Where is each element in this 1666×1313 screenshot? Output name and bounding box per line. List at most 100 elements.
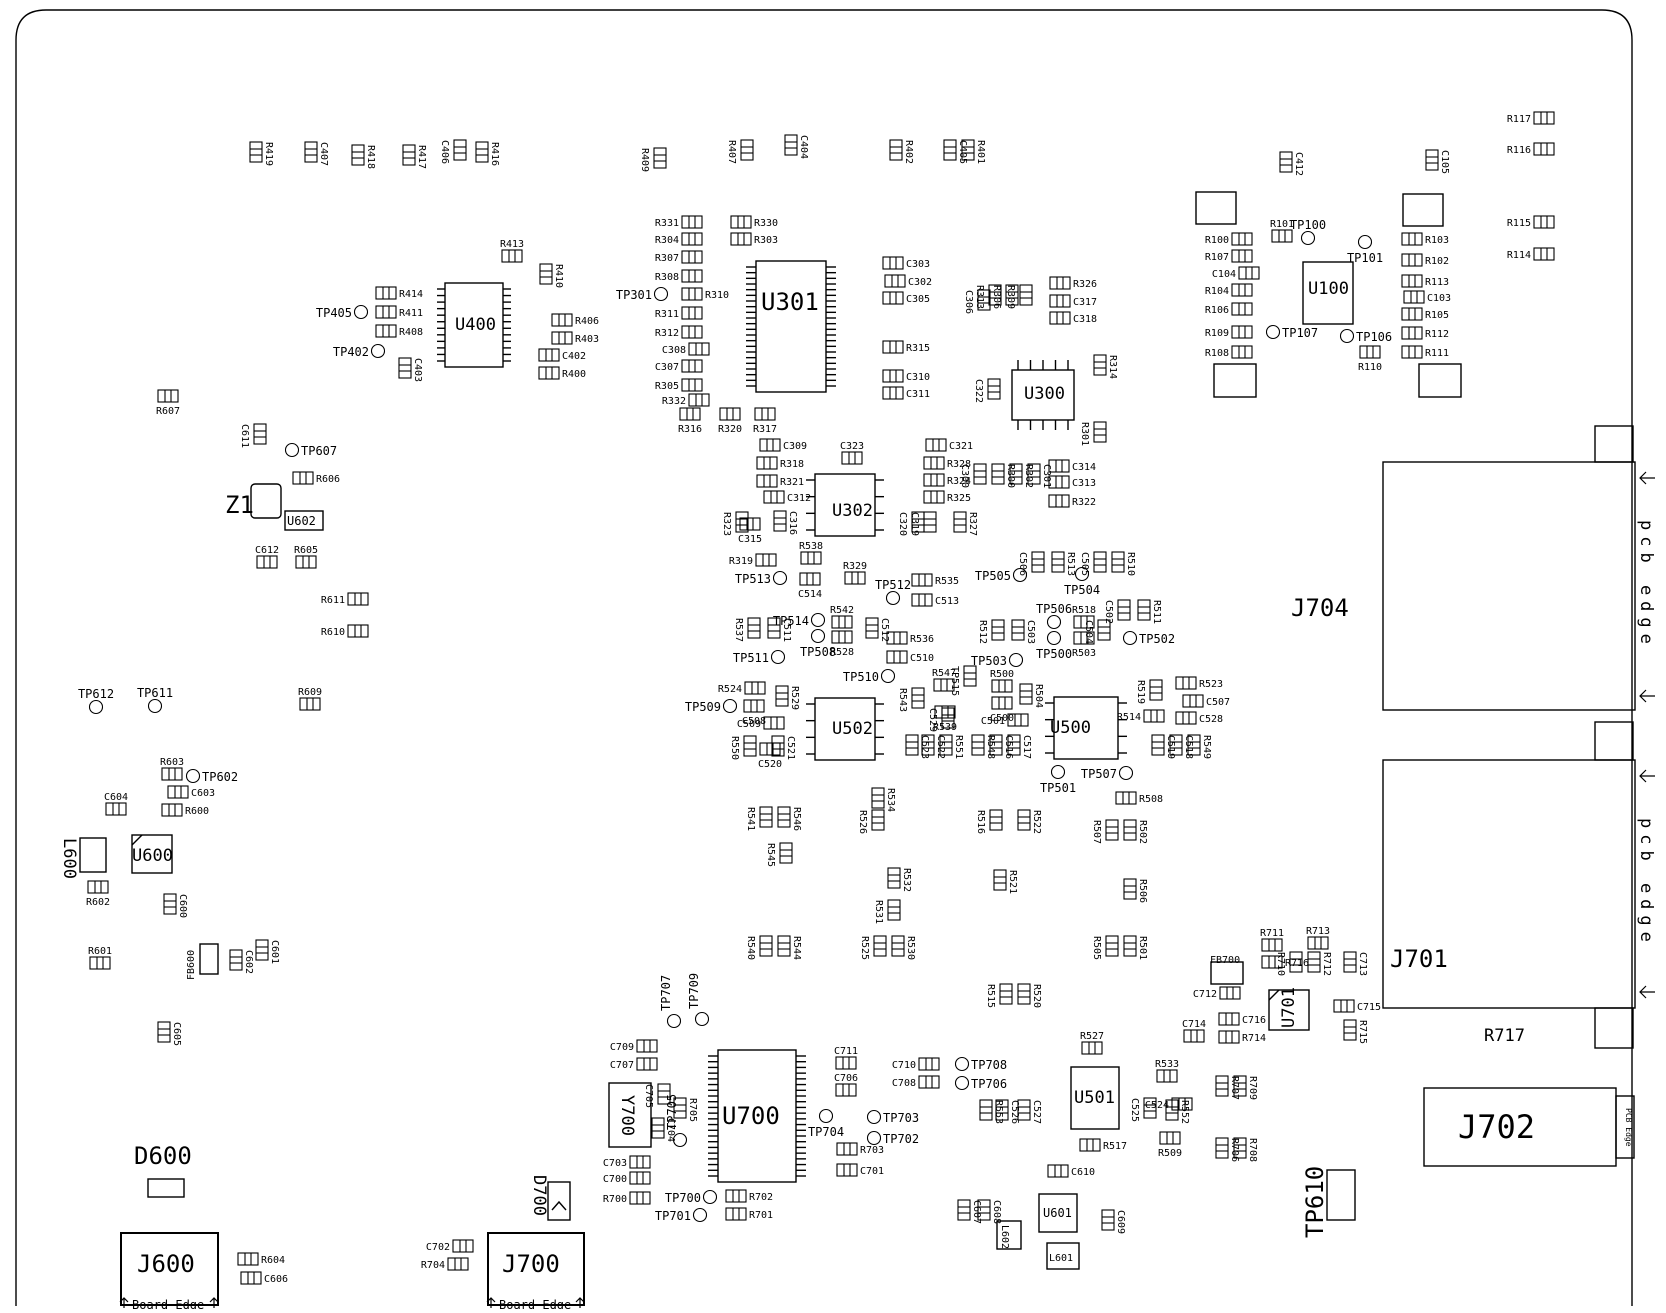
label-c518: C518: [1183, 735, 1194, 759]
label-tp506: TP506: [1036, 602, 1072, 616]
label-c714: C714: [1182, 1019, 1206, 1030]
label-r104: R104: [1205, 286, 1229, 297]
testpoint-tp704: [818, 1108, 834, 1124]
u701-body: [1268, 989, 1310, 1031]
part-c516: [989, 734, 1003, 756]
label-r500: R500: [990, 669, 1014, 680]
label-r302: R302: [1023, 464, 1034, 488]
label-r300: R300: [1005, 464, 1016, 488]
part-c609: [1101, 1209, 1115, 1231]
part-r332: [688, 393, 710, 407]
part-r111: [1401, 345, 1423, 359]
part-r522: [1017, 809, 1031, 831]
label-tp508: TP508: [800, 645, 836, 659]
part-c317: [1049, 294, 1071, 308]
label-r112: R112: [1425, 329, 1449, 340]
label-r601: R601: [88, 946, 112, 957]
d700-marker: [551, 1200, 567, 1211]
label-c303: C303: [906, 259, 930, 270]
label-c610: C610: [1071, 1167, 1095, 1178]
label-r708: R708: [1247, 1138, 1258, 1162]
label-r605: R605: [294, 545, 318, 556]
fb600-body: [199, 943, 219, 975]
label-tp106: TP106: [1356, 330, 1392, 344]
label-c712: C712: [1193, 989, 1217, 1000]
part-r100: [1231, 232, 1253, 246]
part-r709: [1233, 1075, 1247, 1097]
label-c713: C713: [1357, 952, 1368, 976]
label-r526: R526: [857, 810, 868, 834]
part-c309: [759, 438, 781, 452]
part-r321: [756, 474, 778, 488]
label-r524: R524: [718, 684, 742, 695]
l602-label: L602: [999, 1225, 1010, 1249]
part-r702: [725, 1189, 747, 1203]
part-c305: [882, 291, 904, 305]
testpoint-tp405: [353, 304, 369, 320]
part-r519: [1149, 679, 1163, 701]
testpoint-tp500: [1046, 630, 1062, 646]
u100-body: [1302, 261, 1354, 325]
part-c314: [1048, 459, 1070, 473]
label-tp501: TP501: [1040, 781, 1076, 795]
part-r712: [1307, 951, 1321, 973]
label-r117: R117: [1507, 114, 1531, 125]
part-r537: [747, 617, 761, 639]
part-r101: [1271, 229, 1293, 243]
label-c520: C520: [758, 759, 782, 770]
label-r607: R607: [156, 406, 180, 417]
part-r115: [1533, 215, 1555, 229]
u100-pad-br: [1418, 363, 1462, 398]
part-c610: [1047, 1164, 1069, 1178]
part-tp515: [963, 665, 977, 687]
part-r604: [237, 1252, 259, 1266]
j701-connector-body: [1382, 759, 1636, 1009]
label-r514: R514: [1117, 712, 1141, 723]
part-c321: [925, 438, 947, 452]
u100-pad-tl: [1195, 191, 1237, 225]
testpoint-tp402: [370, 343, 386, 359]
d700-label: D700: [529, 1175, 549, 1216]
part-c506: [1031, 551, 1045, 573]
u502-label: U502: [832, 719, 873, 739]
label-c319: C319: [909, 512, 920, 536]
label-r705: R705: [687, 1098, 698, 1122]
u300-footprint: [1011, 360, 1075, 430]
label-r308: R308: [655, 272, 679, 283]
label-c505: C505: [1079, 552, 1090, 576]
label-tp709: TP709: [687, 973, 701, 1009]
u301-label: U301: [761, 288, 819, 316]
part-c323: [841, 451, 863, 465]
part-c521: [771, 735, 785, 757]
z1-body: [250, 483, 282, 519]
part-r606: [292, 471, 314, 485]
part-r308: [681, 269, 703, 283]
part-r517: [1079, 1138, 1101, 1152]
label-c311: C311: [906, 389, 930, 400]
part-r524: [744, 681, 766, 695]
label-tp507: TP507: [1081, 767, 1117, 781]
label-r330: R330: [754, 218, 778, 229]
label-r700: R700: [603, 1194, 627, 1205]
label-c313: C313: [1072, 478, 1096, 489]
part-r704: [447, 1257, 469, 1271]
u100-pad-bl: [1213, 363, 1257, 398]
part-r508: [1115, 791, 1137, 805]
part-c612: [256, 555, 278, 569]
part-r538: [800, 551, 822, 565]
u500-label: U500: [1050, 718, 1091, 738]
testpoint-tp504: [1074, 566, 1090, 582]
part-r605: [295, 555, 317, 569]
label-r546: R546: [791, 807, 802, 831]
label-c710: C710: [892, 1060, 916, 1071]
label-tp708: TP708: [971, 1058, 1007, 1072]
u602-body: [284, 510, 324, 531]
part-r302: [1009, 463, 1023, 485]
part-c602: [229, 949, 243, 971]
testpoint-tp503: [1008, 652, 1024, 668]
label-r400: R400: [562, 369, 586, 380]
label-r419: R419: [263, 142, 274, 166]
label-r523: R523: [1199, 679, 1223, 690]
fb700-body: [1210, 961, 1244, 985]
testpoint-tp512: [885, 590, 901, 606]
